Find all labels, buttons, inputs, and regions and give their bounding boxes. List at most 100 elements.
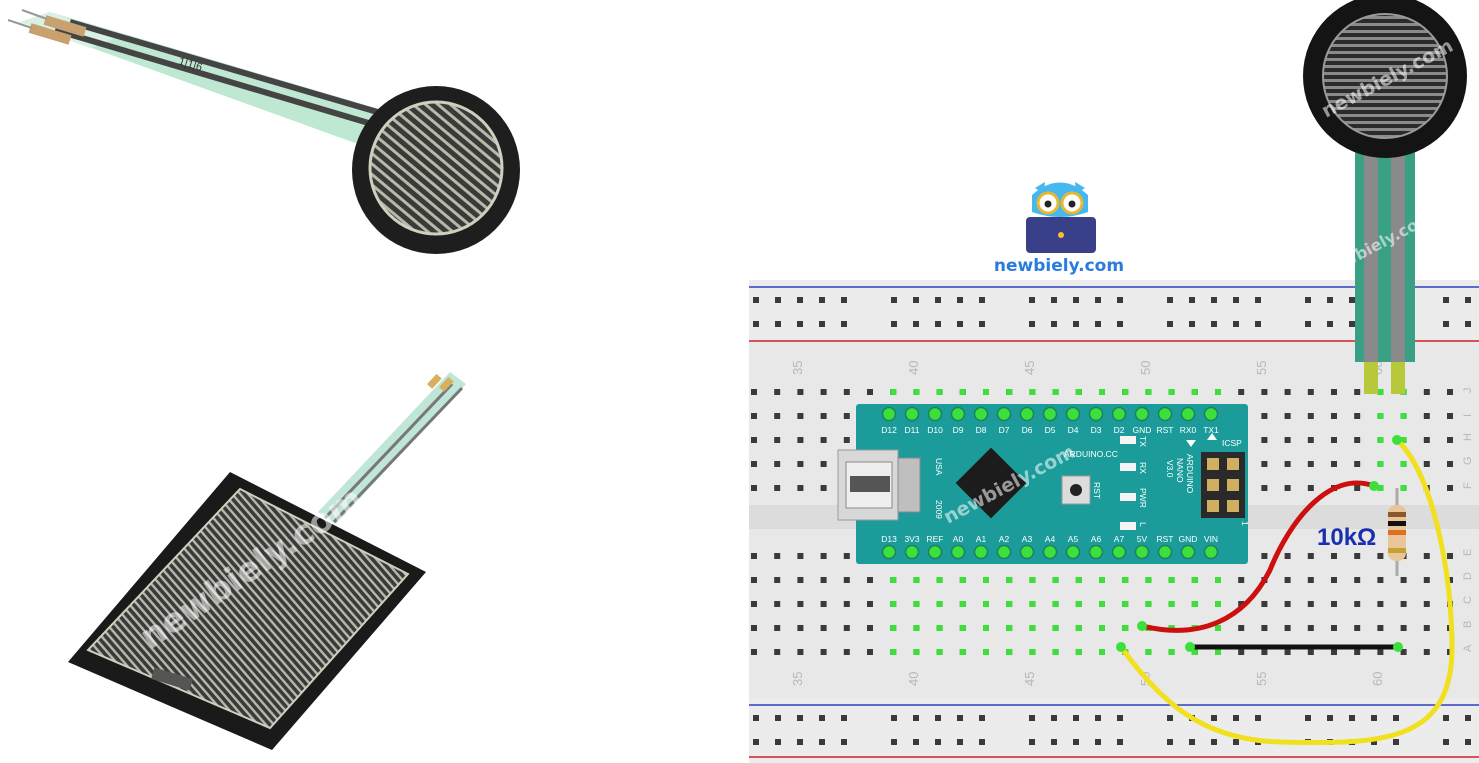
breadboard-hole	[1191, 577, 1198, 583]
breadboard-hole	[1233, 715, 1239, 721]
breadboard-hole	[957, 739, 963, 745]
svg-text:F: F	[1462, 482, 1474, 489]
red-wire	[1139, 480, 1377, 633]
breadboard-hole	[774, 553, 781, 559]
breadboard-hole	[913, 321, 919, 327]
arduino-pin	[1157, 544, 1173, 560]
breadboard-hole	[775, 739, 781, 745]
top-pin-label: D11	[905, 425, 920, 435]
breadboard-hole	[797, 601, 804, 607]
breadboard-hole	[1307, 485, 1314, 491]
breadboard-hole	[936, 389, 943, 395]
breadboard-hole	[959, 601, 966, 607]
arduino-pin	[927, 406, 943, 422]
breadboard-hole	[1095, 297, 1101, 303]
breadboard-hole	[1327, 715, 1333, 721]
breadboard-hole	[1073, 715, 1079, 721]
svg-text:40: 40	[906, 672, 921, 686]
breadboard-hole	[1261, 601, 1268, 607]
fsr-sensor-component: newbiely.com newbiely.com	[1303, 0, 1467, 394]
breadboard-hole	[1233, 297, 1239, 303]
breadboard-hole	[751, 485, 757, 491]
breadboard-hole	[797, 321, 803, 327]
breadboard-hole	[1006, 649, 1013, 655]
breadboard-hole	[1215, 389, 1221, 395]
top-pin-label: D12	[881, 425, 897, 435]
breadboard-hole	[1447, 461, 1453, 467]
round-fsr-sensor-photo: 1|1|6	[7, 9, 520, 254]
breadboard-hole	[1075, 625, 1082, 631]
breadboard-hole	[1443, 297, 1449, 303]
arduino-pin	[996, 406, 1012, 422]
svg-text:B: B	[1462, 621, 1474, 628]
breadboard-hole	[820, 389, 827, 395]
breadboard-hole	[1331, 601, 1337, 607]
arduino-pin	[1180, 544, 1196, 560]
breadboard-hole	[1117, 321, 1123, 327]
breadboard-hole	[1307, 577, 1314, 583]
arduino-pin	[1111, 544, 1127, 560]
breadboard-hole	[1029, 739, 1035, 745]
breadboard-hole	[1354, 461, 1361, 467]
svg-text:V3.0: V3.0	[1165, 460, 1175, 478]
breadboard-hole	[1006, 601, 1013, 607]
breadboard-hole	[1255, 297, 1261, 303]
breadboard-hole	[1465, 297, 1471, 303]
arduino-pin	[904, 544, 920, 560]
breadboard-hole	[983, 625, 989, 631]
breadboard-hole	[867, 649, 873, 655]
breadboard-hole	[891, 739, 897, 745]
top-pin-label: RST	[1157, 425, 1174, 435]
breadboard-hole	[1400, 577, 1407, 583]
arduino-pin	[973, 544, 989, 560]
breadboard-hole	[1029, 577, 1036, 583]
breadboard-hole	[1327, 321, 1333, 327]
breadboard-hole	[1075, 389, 1082, 395]
arduino-pin	[1042, 544, 1058, 560]
breadboard-hole	[1029, 649, 1036, 655]
breadboard-hole	[1073, 739, 1079, 745]
breadboard-hole	[1377, 413, 1384, 419]
breadboard-hole	[797, 715, 803, 721]
breadboard-hole	[1400, 649, 1407, 655]
breadboard-hole	[1255, 715, 1261, 721]
arduino-pin	[1088, 406, 1104, 422]
breadboard-hole	[1284, 625, 1291, 631]
top-pin-label: D5	[1045, 425, 1056, 435]
breadboard-hole	[797, 553, 804, 559]
breadboard-hole	[774, 413, 781, 419]
breadboard-hole	[1189, 321, 1195, 327]
breadboard-hole	[820, 485, 827, 491]
breadboard-hole	[1261, 461, 1268, 467]
breadboard-hole	[867, 389, 873, 395]
svg-text:TX: TX	[1138, 436, 1148, 447]
svg-text:C: C	[1462, 596, 1474, 604]
breadboard-hole	[1327, 297, 1333, 303]
breadboard-hole	[1261, 485, 1268, 491]
svg-text:E: E	[1462, 549, 1474, 556]
breadboard-hole	[1371, 715, 1377, 721]
svg-text:35: 35	[790, 361, 805, 375]
breadboard-hole	[774, 389, 781, 395]
breadboard-hole	[841, 739, 847, 745]
breadboard-hole	[936, 577, 943, 583]
breadboard-hole	[843, 389, 850, 395]
breadboard-hole	[1349, 321, 1355, 327]
breadboard-hole	[979, 739, 985, 745]
bottom-pin-label: A7	[1114, 534, 1125, 544]
breadboard-hole	[797, 413, 804, 419]
breadboard-hole	[891, 321, 897, 327]
breadboard-hole	[1400, 437, 1407, 443]
breadboard-hole	[1051, 321, 1057, 327]
breadboard-hole	[983, 601, 989, 607]
breadboard-hole	[1261, 553, 1268, 559]
breadboard-hole	[1400, 601, 1407, 607]
breadboard-hole	[751, 413, 757, 419]
arduino-pin	[1065, 544, 1081, 560]
breadboard-hole	[1215, 625, 1221, 631]
breadboard-hole	[1261, 413, 1268, 419]
breadboard-hole	[1167, 321, 1173, 327]
breadboard-hole	[1331, 461, 1337, 467]
